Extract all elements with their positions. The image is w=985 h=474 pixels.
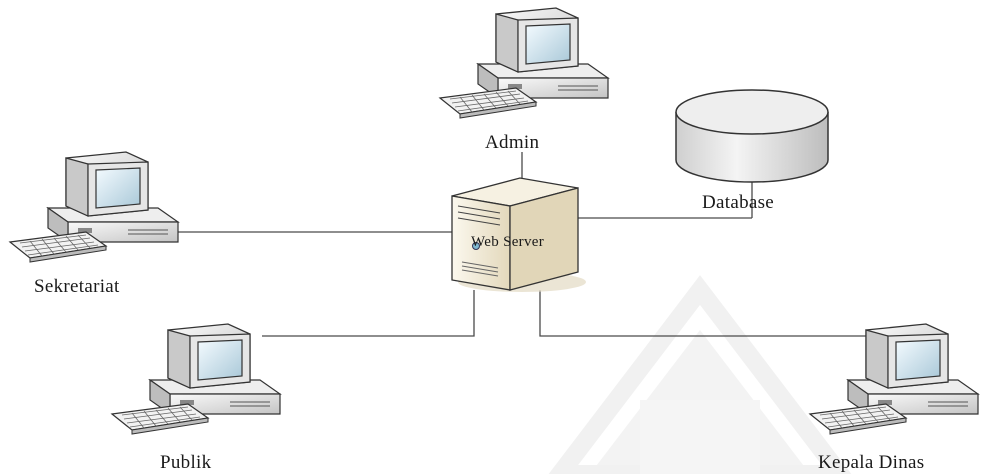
- kepala-dinas-label: Kepala Dinas: [818, 452, 925, 473]
- sekretariat-label: Sekretariat: [34, 276, 120, 297]
- server-tower-icon: [451, 177, 586, 292]
- publik-computer-icon: [111, 323, 281, 435]
- sekretariat-computer-icon: [9, 151, 179, 263]
- watermark-logo: [548, 275, 852, 474]
- kepala-dinas-computer-icon: [809, 323, 979, 435]
- edge-kepala-webserver: [539, 290, 868, 337]
- admin-computer-icon: [439, 7, 609, 119]
- database-cylinder-icon: [675, 89, 829, 183]
- edge-publik-webserver: [262, 290, 475, 337]
- webserver-label: Web Server: [471, 234, 545, 250]
- publik-label: Publik: [160, 452, 212, 473]
- admin-label: Admin: [485, 132, 540, 153]
- database-label: Database: [702, 192, 775, 213]
